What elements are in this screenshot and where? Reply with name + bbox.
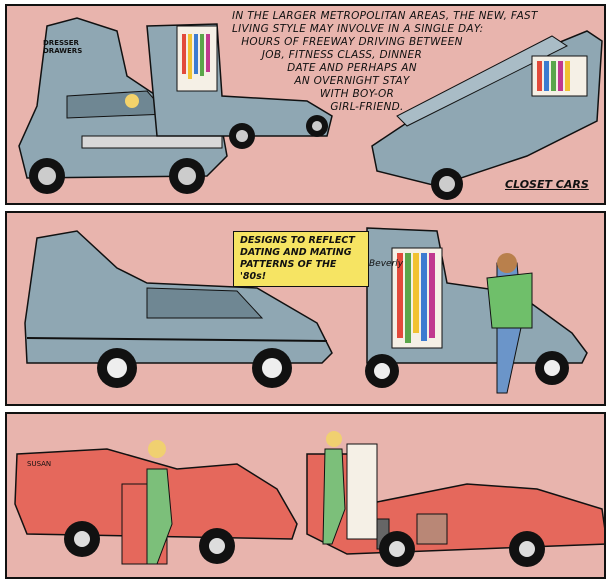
comic-panel-1: DRESSER DRAWERS IN THE LARGER METROPOLIT… (5, 4, 606, 205)
caption-line: HOURS OF FREEWAY DRIVING BETWEEN (241, 36, 463, 48)
dresser-drawers-label: DRESSER DRAWERS (43, 39, 83, 55)
panel1-caption: IN THE LARGER METROPOLITAN AREAS, THE NE… (232, 10, 562, 114)
red-cars-illustration (14, 431, 604, 567)
comic-panel-3: SUSAN (5, 412, 606, 579)
closet-cars-illustration (18, 17, 603, 200)
caption-line: DATE AND PERHAPS AN (287, 62, 417, 74)
susan-door-name: SUSAN (27, 460, 52, 468)
caption-line: JOB, FITNESS CLASS, DINNER (261, 49, 423, 61)
slogan-box: DESIGNS TO REFLECT DATING AND MATING PAT… (233, 231, 369, 287)
caption-line: GIRL-FRIEND. (330, 101, 404, 113)
comic-panel-2: DESIGNS TO REFLECT DATING AND MATING PAT… (5, 211, 606, 406)
caption-line: WITH BOY-OR (319, 88, 395, 100)
caption-line: LIVING STYLE MAY INVOLVE IN A SINGLE DAY… (232, 23, 484, 35)
beverly-door-name: Beverly (369, 259, 404, 269)
dating-cars-illustration (24, 227, 588, 394)
closet-cars-title: CLOSET CARS (505, 178, 589, 191)
caption-line: AN OVERNIGHT STAY (294, 75, 410, 87)
caption-line: IN THE LARGER METROPOLITAN AREAS, THE NE… (232, 10, 538, 22)
